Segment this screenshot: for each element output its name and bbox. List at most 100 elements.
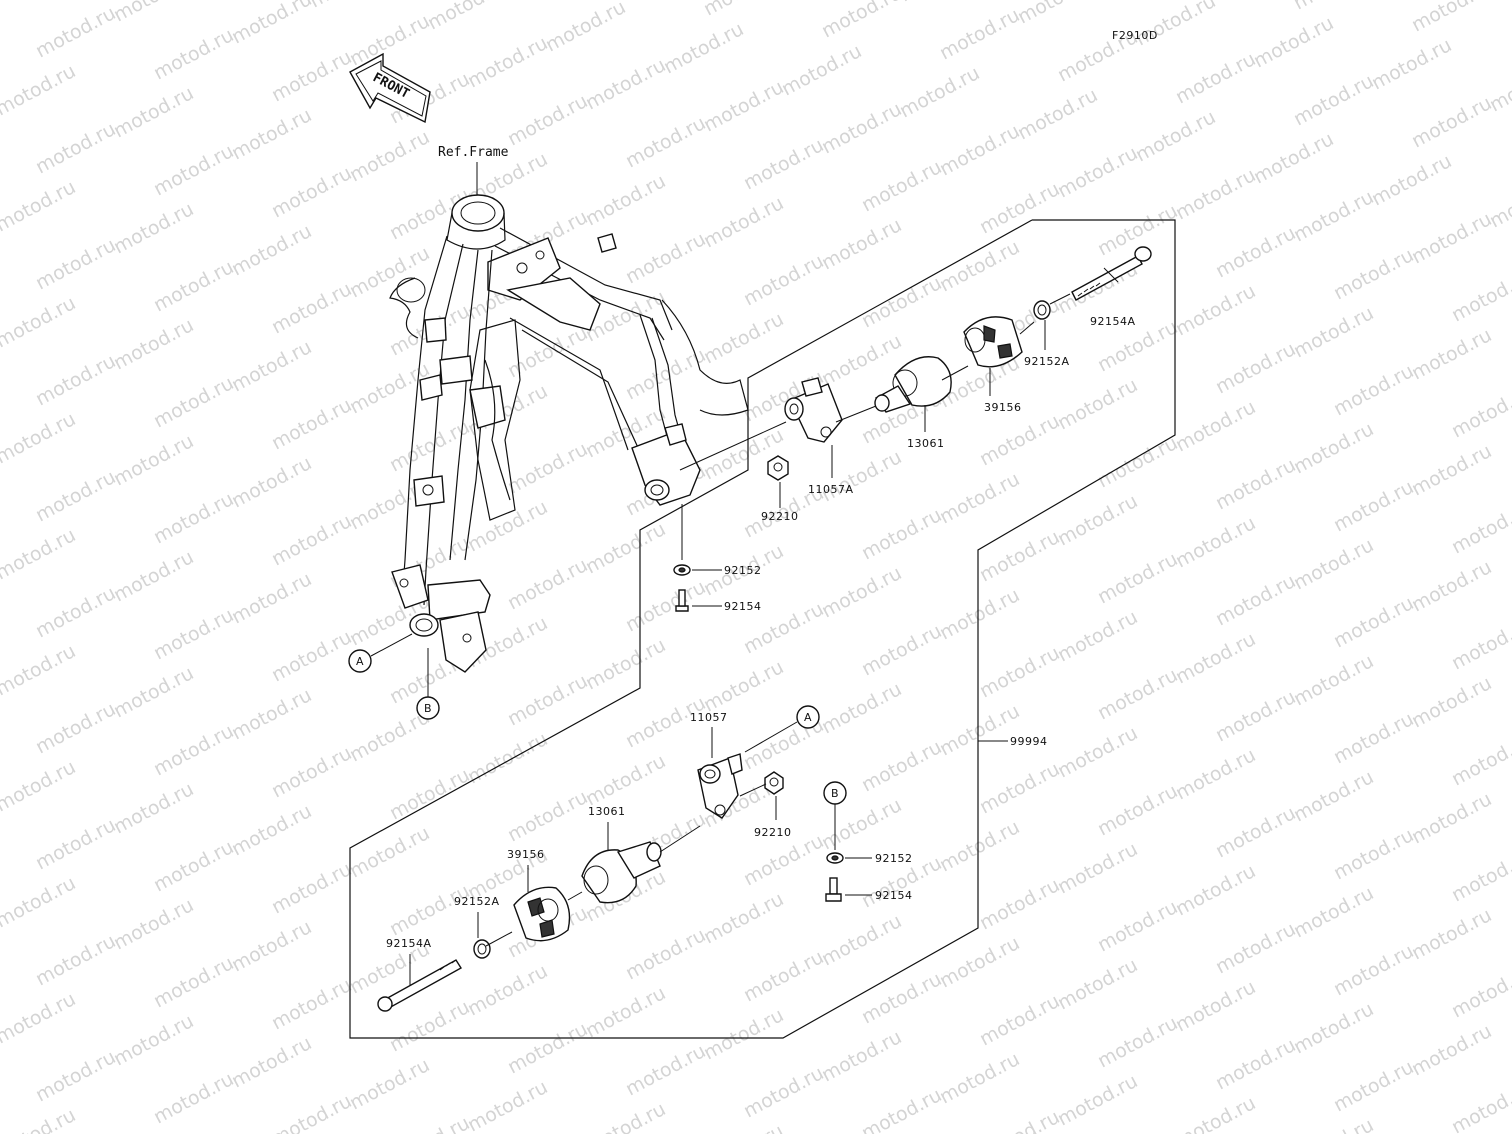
front-arrow-icon: FRONT xyxy=(349,52,431,124)
watermark-text: motod.ru xyxy=(1054,954,1141,1014)
bolt-92154a-lower xyxy=(377,959,462,1012)
watermark-text: motod.ru xyxy=(1014,84,1101,144)
watermark-text: motod.ru xyxy=(110,894,197,954)
watermark-text: motod.ru xyxy=(622,924,709,984)
watermark-text: motod.ru xyxy=(542,0,629,56)
watermark-text: motod.ru xyxy=(1172,860,1259,920)
watermark-text: motod.ru xyxy=(1290,302,1377,362)
watermark-text: motod.ru xyxy=(346,126,433,186)
watermark-text: motod.ru xyxy=(110,198,197,258)
watermark-text: motod.ru xyxy=(1094,1012,1181,1072)
ref-frame-label: Ref.Frame xyxy=(438,145,509,160)
washer-92152-lower xyxy=(826,852,872,864)
watermark-text: motod.ru xyxy=(386,880,473,940)
watermark-text: motod.ru xyxy=(0,408,79,468)
watermark-text: motod.ru xyxy=(622,1040,709,1100)
watermark-text: motod.ru xyxy=(504,90,591,150)
watermark-text: motod.ru xyxy=(0,988,79,1048)
watermark-text: motod.ru xyxy=(1408,672,1495,732)
watermark-text: motod.ru xyxy=(424,0,511,34)
label-92152a-upper: 92152A xyxy=(1024,355,1070,368)
watermark-text: motod.ru xyxy=(582,982,669,1042)
watermark-text: motod.ru xyxy=(228,336,315,396)
watermark-text: motod.ru xyxy=(818,446,905,506)
watermark-text: motod.ru xyxy=(976,990,1063,1050)
watermark-text: motod.ru xyxy=(1290,882,1377,942)
watermark-text: motod.ru xyxy=(818,0,905,42)
watermark-text: motod.ru xyxy=(1448,1078,1512,1134)
watermark-text: motod.ru xyxy=(110,82,197,142)
watermark-text: motod.ru xyxy=(818,910,905,970)
nut-92210-lower xyxy=(764,771,784,820)
watermark-text: motod.ru xyxy=(818,678,905,738)
watermark-text: motod.ru xyxy=(268,394,355,454)
watermark-text: motod.ru xyxy=(778,40,865,100)
watermark-text: motod.ru xyxy=(464,1076,551,1134)
watermark-text: motod.ru xyxy=(1448,614,1512,674)
motorcycle-frame xyxy=(389,194,749,673)
watermark-text: motod.ru xyxy=(1054,142,1141,202)
watermark-text: motod.ru xyxy=(622,228,709,288)
watermark-text: motod.ru xyxy=(1290,534,1377,594)
watermark-text: motod.ru xyxy=(110,778,197,838)
watermark-text: motod.ru xyxy=(1250,12,1337,72)
watermark-text: motod.ru xyxy=(32,350,119,410)
watermark-text: motod.ru xyxy=(1132,0,1219,50)
watermark-text: motod.ru xyxy=(1172,48,1259,108)
watermark-text: motod.ru xyxy=(1448,730,1512,790)
watermark-text: motod.ru xyxy=(1094,664,1181,724)
watermark-text: motod.ru xyxy=(1172,280,1259,340)
label-39156-upper: 39156 xyxy=(984,401,1022,414)
label-92152-upper: 92152 xyxy=(724,564,762,577)
label-92152-lower: 92152 xyxy=(875,852,913,865)
watermark-text: motod.ru xyxy=(150,256,237,316)
watermark-text: motod.ru xyxy=(150,836,237,896)
watermark-text: motod.ru xyxy=(700,888,787,948)
watermark-text: motod.ru xyxy=(700,1004,787,1064)
watermark-text: motod.ru xyxy=(976,642,1063,702)
watermark-text: motod.ru xyxy=(582,54,669,114)
watermark-text: motod.ru xyxy=(1408,556,1495,616)
watermark-text: motod.ru xyxy=(1448,266,1512,326)
watermark-text: motod.ru xyxy=(150,1068,237,1128)
bolt-92154-lower xyxy=(825,877,872,902)
watermark-text: motod.ru xyxy=(504,1018,591,1078)
watermark-text: motod.ru xyxy=(228,916,315,976)
watermark-text: motod.ru xyxy=(1054,606,1141,666)
watermark-text: motod.ru xyxy=(1448,382,1512,442)
watermark-text: motod.ru xyxy=(1054,374,1141,434)
bracket-11057a xyxy=(784,377,843,478)
watermark-text: motod.ru xyxy=(268,626,355,686)
watermark-text: motod.ru xyxy=(1330,1056,1417,1116)
watermark-text: motod.ru xyxy=(1014,0,1101,28)
watermark-text: motod.ru xyxy=(1212,1034,1299,1094)
watermark-text: motod.ru xyxy=(700,1120,787,1134)
slider-13061-lower xyxy=(581,841,662,904)
watermark-text: motod.ru xyxy=(1094,548,1181,608)
watermark-text: motod.ru xyxy=(1290,70,1377,130)
watermark-text: motod.ru xyxy=(386,764,473,824)
watermark-text: motod.ru xyxy=(818,98,905,158)
watermark-text: motod.ru xyxy=(32,466,119,526)
watermark-text: motod.ru xyxy=(386,996,473,1056)
watermark-text: motod.ru xyxy=(1290,766,1377,826)
watermark-text: motod.ru xyxy=(110,1010,197,1070)
nut-92152a-lower xyxy=(473,939,491,959)
watermark-text: motod.ru xyxy=(346,10,433,70)
watermark-text: motod.ru xyxy=(150,604,237,664)
label-39156-lower: 39156 xyxy=(507,848,545,861)
watermark-text: motod.ru xyxy=(1094,780,1181,840)
watermark-text: motod.ru xyxy=(0,872,79,932)
watermark-text: motod.ru xyxy=(0,524,79,584)
svg-text:B: B xyxy=(831,787,839,800)
watermark-text: motod.ru xyxy=(740,250,827,310)
watermark-text: motod.ru xyxy=(386,1112,473,1134)
watermark-text: motod.ru xyxy=(32,234,119,294)
washer-92152-upper xyxy=(673,564,722,576)
watermark-text: motod.ru xyxy=(1290,186,1377,246)
watermark-text: motod.ru xyxy=(936,468,1023,528)
watermark-text: motod.ru xyxy=(32,698,119,758)
watermark-text: motod.ru xyxy=(0,756,79,816)
watermark-text: motod.ru xyxy=(1290,0,1377,14)
